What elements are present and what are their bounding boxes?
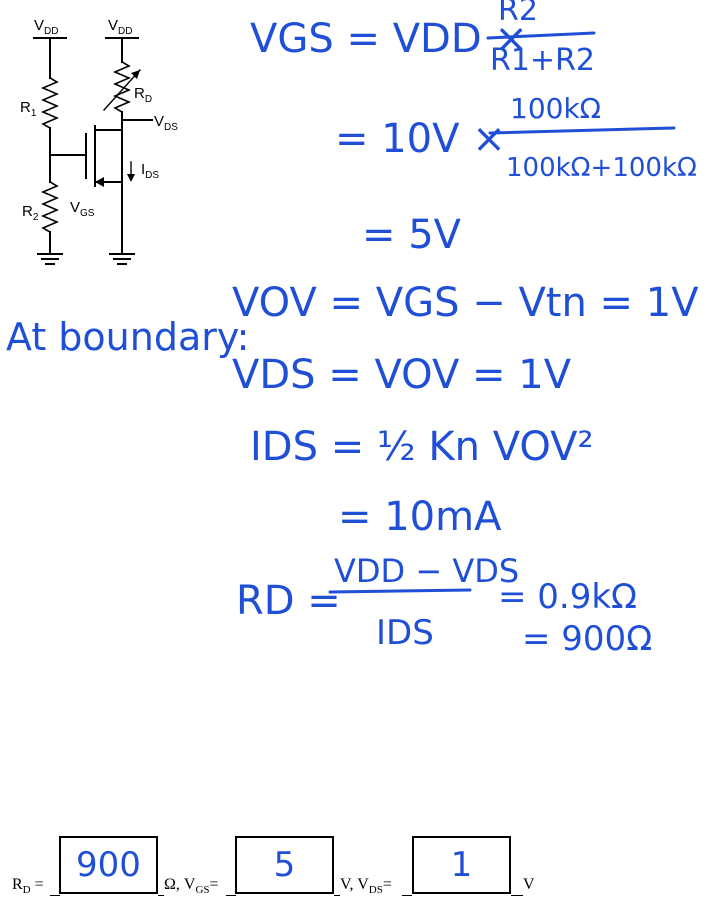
- frac1-denominator: R1+R2: [490, 43, 595, 78]
- ids-result: = 10mA: [338, 494, 502, 540]
- step3-result: = 5V: [362, 212, 462, 258]
- vdd-left-label: VDD: [34, 17, 58, 37]
- rd-result-ohm: = 900Ω: [522, 619, 652, 659]
- vgs-equation: VGS = VDD ×: [250, 16, 528, 62]
- frac3-bar: [328, 588, 472, 594]
- ids-label: IDS: [141, 161, 159, 181]
- boundary-label: At boundary:: [6, 315, 249, 359]
- vgs-label: VGS: [70, 199, 95, 219]
- nmos-transistor: [85, 123, 123, 187]
- step2-equation: = 10V ×: [335, 116, 506, 162]
- r2-label: R2: [22, 203, 39, 223]
- rd-equation: RD =: [236, 578, 341, 624]
- r1-label: R1: [20, 99, 37, 119]
- frac2-bar: [488, 126, 676, 135]
- ground-symbol-left: [37, 253, 63, 265]
- frac2-denominator: 100kΩ+100kΩ: [506, 153, 697, 183]
- rd-answer-label: RD =: [12, 876, 44, 897]
- handwritten-solution: VGS = VDD × R2 R1+R2 = 10V × 100kΩ 100kΩ…: [6, 0, 699, 659]
- vds-equation: VDS = VOV = 1V: [232, 352, 572, 398]
- frac3-denominator: IDS: [376, 613, 434, 653]
- rd-label: RD: [134, 85, 152, 105]
- rd-resistor: [112, 60, 132, 114]
- ground-symbol-right: [109, 253, 135, 265]
- frac1-numerator: R2: [498, 0, 538, 28]
- r1-resistor: [40, 76, 60, 130]
- frac3-numerator: VDD − VDS: [334, 552, 519, 590]
- answer-line: RD = 900 Ω, VGS= 5 V, VDS= 1 V: [12, 834, 712, 898]
- rd-answer-box[interactable]: 900: [59, 836, 158, 894]
- frac1-bar: [486, 31, 596, 40]
- unit-label: V: [523, 876, 535, 893]
- r2-resistor: [40, 180, 60, 234]
- vgs-answer-label: Ω, VGS=: [164, 876, 219, 897]
- vds-label: VDS: [154, 113, 178, 133]
- vdd-right-label: VDD: [108, 17, 132, 37]
- vgs-answer-box[interactable]: 5: [235, 836, 334, 894]
- vov-equation: VOV = VGS − Vtn = 1V: [232, 280, 699, 326]
- vds-answer-box[interactable]: 1: [412, 836, 511, 894]
- ids-equation: IDS = ½ Kn VOV²: [250, 424, 594, 470]
- rd-result-kohm: = 0.9kΩ: [498, 577, 637, 617]
- vds-answer-label: V, VDS=: [340, 876, 392, 897]
- frac2-numerator: 100kΩ: [510, 92, 601, 125]
- circuit-diagram: VDD R1 R2 VGS VDD RD VDS IDS: [20, 17, 178, 265]
- current-arrow: [127, 161, 135, 182]
